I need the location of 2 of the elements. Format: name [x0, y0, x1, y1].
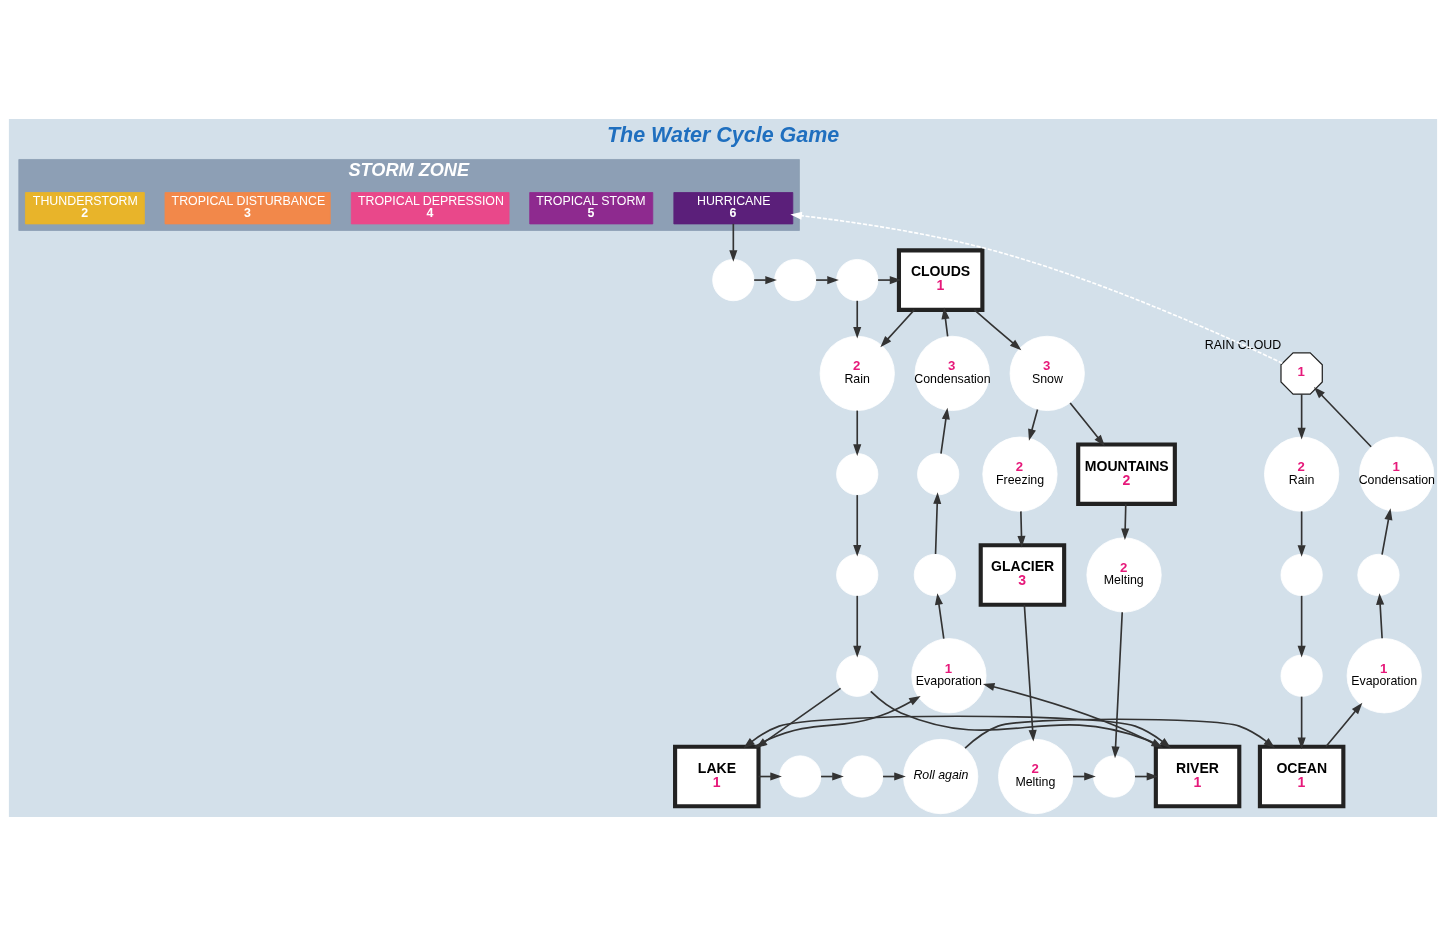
node-label: RAIN CLOUD: [1204, 337, 1282, 352]
diagram-title: The Water Cycle Game: [606, 122, 840, 147]
